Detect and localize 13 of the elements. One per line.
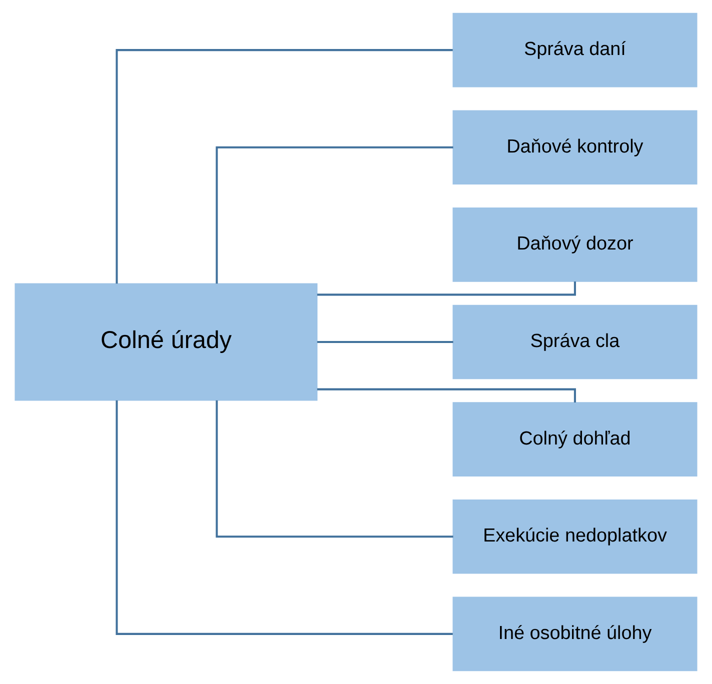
node-box: Iné osobitné úlohy (452, 596, 698, 672)
node-box: Colné úrady (14, 283, 318, 401)
node-box: Colný dohľad (452, 402, 698, 476)
node-box: Daňový dozor (452, 208, 698, 282)
node-box: Exekúcie nedoplatkov (452, 499, 698, 574)
node-box: Správa cla (452, 304, 698, 380)
connector (116, 49, 453, 284)
connector (216, 146, 454, 284)
connector (216, 400, 454, 538)
node-box: Správa daní (452, 12, 698, 88)
node-box: Daňové kontroly (452, 110, 698, 185)
connector (317, 340, 454, 344)
connector (116, 400, 453, 635)
